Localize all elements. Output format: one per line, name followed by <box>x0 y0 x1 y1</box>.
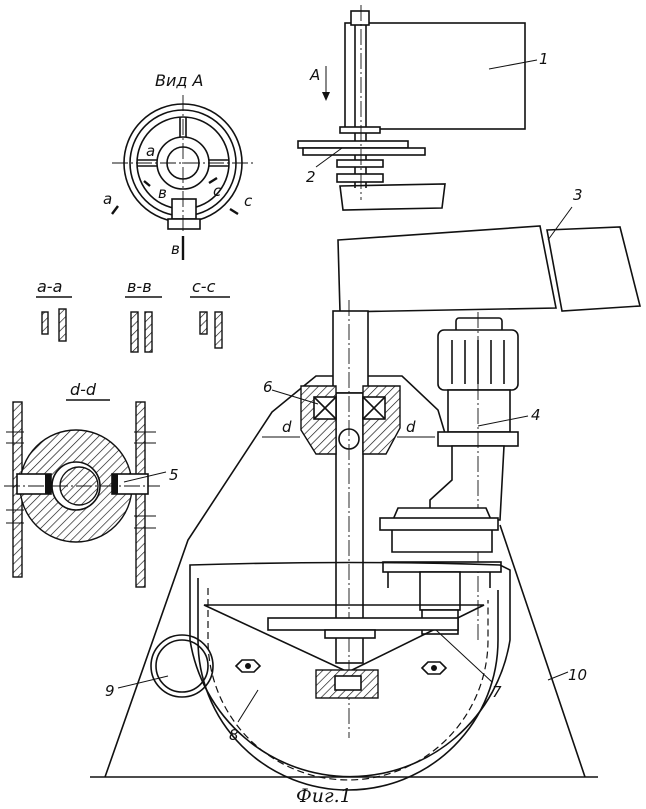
section-d <box>4 400 160 587</box>
tube-9 <box>151 635 213 697</box>
section-bb-title: в-в <box>127 277 152 296</box>
mark-c-right: с <box>244 192 253 210</box>
callout-5: 5 <box>169 466 179 484</box>
callout-2: 2 <box>306 168 316 186</box>
sections-abc <box>36 297 230 352</box>
callout-3: 3 <box>573 186 583 204</box>
view-arrow-label: А <box>309 66 320 84</box>
motor-assembly-1 <box>298 5 525 210</box>
mark-b-inner: в <box>158 184 167 202</box>
section-aa-title: а-а <box>37 277 62 296</box>
pump-housing <box>380 508 501 634</box>
callout-9: 9 <box>105 682 115 700</box>
callout-7: 7 <box>492 683 502 701</box>
mark-d-left: d <box>282 418 292 436</box>
pulley-2 <box>298 141 408 148</box>
section-cc-title: с-с <box>192 277 216 296</box>
callout-4: 4 <box>531 406 541 424</box>
view-arrow <box>322 92 330 101</box>
mark-a-left: а <box>103 190 112 208</box>
callout-6: 6 <box>263 378 273 396</box>
hood-3 <box>338 226 640 312</box>
section-dd-title: d-d <box>70 380 97 399</box>
mark-a-inner: а <box>146 142 155 160</box>
motor-shaft-top <box>351 11 369 25</box>
view-a <box>112 95 256 260</box>
motor-housing <box>345 23 525 129</box>
view-a-title: Вид А <box>155 71 203 90</box>
mark-b-bottom: в <box>171 240 180 258</box>
callout-10: 10 <box>568 666 587 684</box>
callout-8: 8 <box>229 726 239 744</box>
mark-c-inner: с <box>213 182 222 200</box>
callout-1: 1 <box>539 50 549 68</box>
mark-d-right: d <box>406 418 416 436</box>
figure-caption: Фиг.1 <box>296 785 352 807</box>
